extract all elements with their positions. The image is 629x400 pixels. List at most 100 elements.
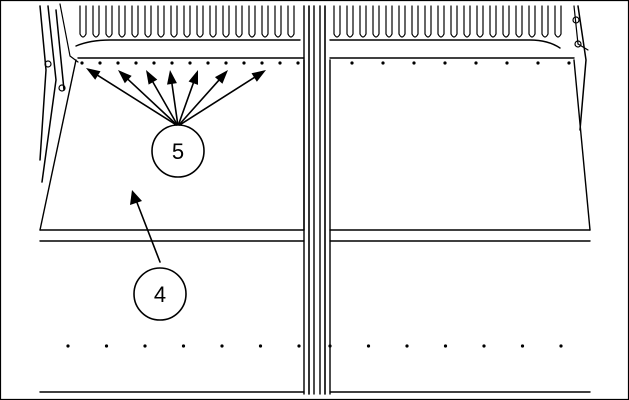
tine [209, 5, 217, 38]
callout-5-arrowhead [188, 70, 198, 85]
rivet [366, 344, 371, 348]
callout-5-arrows [86, 68, 266, 126]
rivet [536, 61, 540, 65]
tine [235, 5, 243, 38]
callout-5-arrow-line [171, 83, 179, 125]
tines-right [333, 5, 562, 38]
tine [333, 5, 341, 38]
rivet [482, 344, 486, 348]
rivet [520, 344, 525, 348]
tine [79, 5, 87, 38]
tine [476, 5, 484, 38]
right-frame-arm [572, 5, 589, 131]
rivet [443, 344, 448, 348]
callout-5-arrowhead [118, 70, 132, 84]
callout-5-arrowhead [167, 70, 177, 85]
tine [222, 5, 230, 38]
callout-5-arrow-line [127, 78, 178, 126]
tine [92, 5, 100, 38]
tine [489, 5, 497, 38]
rivet [297, 344, 301, 348]
tine [183, 5, 191, 38]
rivet [328, 344, 332, 348]
rivet [220, 344, 224, 348]
top-rail [75, 39, 575, 59]
tine [248, 5, 256, 38]
rivet [80, 61, 84, 65]
tine [157, 5, 165, 38]
callout-5-circle [151, 124, 205, 178]
callout-5: 5 [151, 124, 205, 178]
callout-4-arrow [130, 190, 161, 263]
rivet [443, 61, 447, 65]
rivet [405, 344, 409, 348]
rivet [412, 61, 416, 65]
rivet [278, 61, 282, 65]
rivet [224, 61, 228, 65]
callout-5-arrowhead [214, 70, 228, 84]
rivet [258, 344, 263, 348]
tine [346, 5, 354, 38]
center-divider [303, 5, 331, 395]
rivet [474, 61, 478, 65]
rivet [152, 61, 156, 65]
tine [541, 5, 549, 38]
callout-5-arrowhead [251, 70, 266, 82]
rivet-rows [66, 61, 571, 348]
tine [196, 5, 204, 38]
tine [424, 5, 432, 38]
tine [144, 5, 152, 38]
tine [287, 5, 295, 38]
tine [359, 5, 367, 38]
tines-left [79, 5, 295, 38]
rivet [181, 344, 186, 348]
tine [131, 5, 139, 38]
callout-5-arrow-line [97, 74, 178, 126]
rivet [104, 344, 109, 348]
callout-4-label: 4 [154, 282, 166, 307]
tine [274, 5, 282, 38]
callout-5-arrowhead [146, 70, 158, 85]
rivet [505, 61, 509, 65]
callout-5-arrow-line [178, 79, 220, 126]
rivet [98, 61, 102, 65]
callout-5-arrowhead [86, 68, 101, 80]
tine [105, 5, 113, 38]
rivet [567, 61, 571, 65]
rivet [296, 61, 300, 65]
rivet [559, 344, 563, 348]
tine [372, 5, 380, 38]
rivet [381, 61, 385, 65]
callout-4: 4 [133, 267, 187, 321]
upper-panels [39, 59, 591, 231]
tine [502, 5, 510, 38]
tine [450, 5, 458, 38]
rivet [242, 61, 246, 65]
callout-5-arrow-line [177, 82, 195, 125]
rivet [66, 344, 70, 348]
tine [528, 5, 536, 38]
tine [515, 5, 523, 38]
left-frame-arms [39, 3, 79, 183]
tine [170, 5, 178, 38]
tine [261, 5, 269, 38]
callout-5-arrow-line [152, 81, 178, 126]
tine [554, 5, 562, 38]
callout-5-label: 5 [172, 139, 184, 164]
tine [118, 5, 126, 38]
callout-5-arrow-line [178, 76, 255, 126]
tine [437, 5, 445, 38]
tine [385, 5, 393, 38]
callout-4-circle [133, 267, 187, 321]
rivet [206, 61, 210, 65]
rivet [116, 61, 120, 65]
rivet [170, 61, 174, 65]
tine [463, 5, 471, 38]
rivet [350, 61, 354, 65]
tine [398, 5, 406, 38]
rivet [134, 61, 138, 65]
rivet [260, 61, 264, 65]
rivet [143, 344, 147, 348]
rivet [188, 61, 192, 65]
